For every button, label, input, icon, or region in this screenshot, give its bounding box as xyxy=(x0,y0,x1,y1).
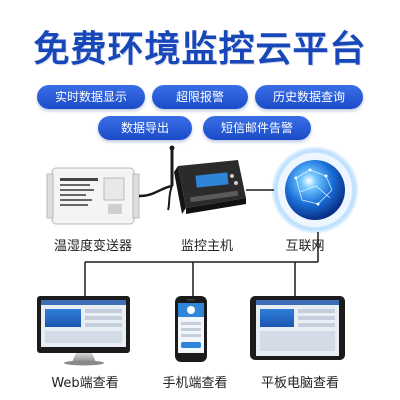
phone-view-label: 手机端查看 xyxy=(162,376,228,391)
feature-history-query: 历史数据查询 xyxy=(255,85,363,109)
tablet-icon xyxy=(250,296,345,360)
feature-realtime-display: 实时数据显示 xyxy=(37,85,145,109)
monitor-host-label: 监控主机 xyxy=(180,239,233,254)
feature-over-limit-alarm: 超限报警 xyxy=(152,85,248,109)
desktop-monitor-icon xyxy=(37,296,130,366)
internet-label: 互联网 xyxy=(285,239,325,254)
sensor-device-icon xyxy=(46,167,140,225)
tablet-view-label: 平板电脑查看 xyxy=(260,376,339,391)
network-connector-lines xyxy=(84,189,319,296)
sensor-label: 温湿度变送器 xyxy=(53,239,132,254)
page-title: 免费环境监控云平台 xyxy=(33,29,367,70)
phone-icon xyxy=(175,296,207,362)
web-view-label: Web端查看 xyxy=(51,376,119,391)
sensor-cable xyxy=(138,184,173,198)
monitor-host-icon xyxy=(167,145,246,214)
internet-globe-icon xyxy=(271,146,359,234)
feature-sms-email-alert: 短信邮件告警 xyxy=(203,116,311,140)
feature-data-export: 数据导出 xyxy=(98,116,192,140)
